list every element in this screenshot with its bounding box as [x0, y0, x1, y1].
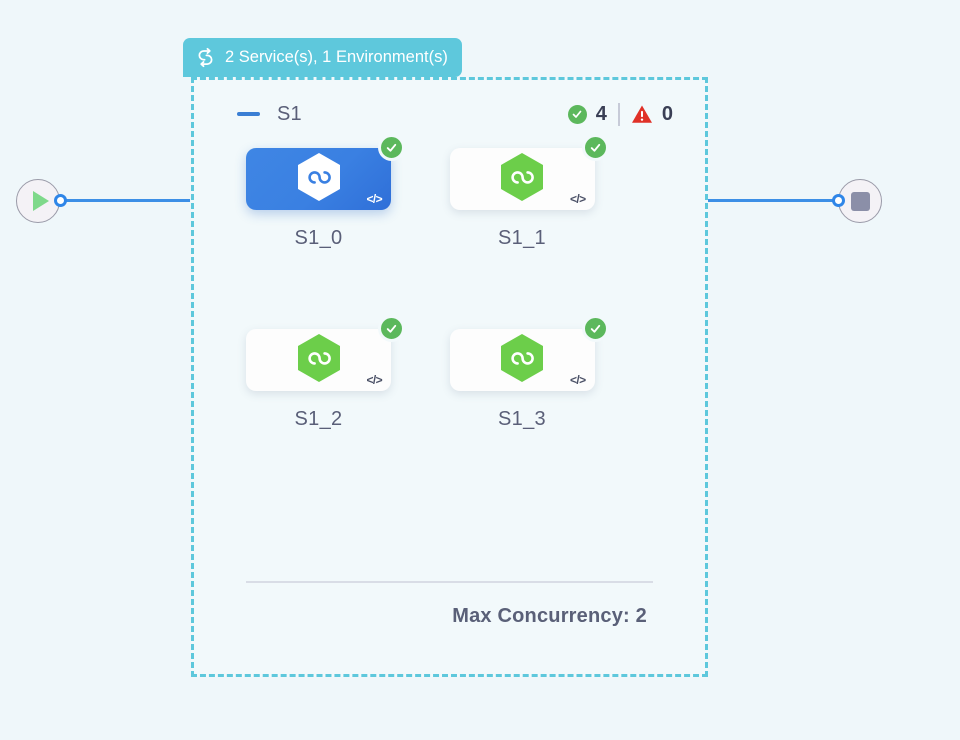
node-cell: </> S1_1: [449, 134, 625, 250]
group-header[interactable]: 2 Service(s), 1 Environment(s): [183, 38, 462, 77]
node-status-badge: [378, 315, 405, 342]
code-icon: </>: [366, 373, 382, 387]
status-success: 4: [567, 102, 607, 126]
start-node-output-handle[interactable]: [54, 194, 67, 207]
start-node[interactable]: [16, 179, 60, 223]
minus-icon: [237, 112, 260, 116]
node-status-badge: [581, 134, 609, 161]
play-icon: [32, 191, 49, 211]
check-circle-icon: [567, 104, 587, 124]
group-collapse-toggle[interactable]: S1: [237, 103, 302, 126]
node-cell: </> S1_0: [246, 134, 421, 250]
service-node-card[interactable]: </>: [449, 134, 609, 210]
warning-triangle-icon: [631, 104, 653, 124]
node-status-badge: [378, 134, 405, 161]
hexagon-loop-icon: [296, 333, 342, 388]
edge-start-to-group: [60, 199, 190, 202]
loop-icon: [195, 47, 216, 68]
group-header-title: 2 Service(s), 1 Environment(s): [225, 48, 448, 66]
code-icon: </>: [569, 192, 586, 206]
service-node-card[interactable]: </>: [246, 134, 405, 210]
group-body: S1 4: [191, 77, 708, 677]
hexagon-loop-icon: [296, 152, 342, 207]
status-divider: [617, 102, 620, 126]
group-footer: Max Concurrency: 2: [246, 581, 653, 628]
footer-divider: [246, 581, 653, 583]
hexagon-loop-icon: [499, 333, 545, 388]
code-icon: </>: [569, 373, 586, 387]
node-label: S1_0: [294, 227, 343, 249]
code-icon: </>: [366, 192, 382, 206]
node-label: S1_3: [498, 408, 546, 430]
group-status-summary: 4 0: [567, 102, 673, 126]
group-top-row: S1 4: [194, 80, 705, 148]
success-count: 4: [595, 102, 607, 125]
service-group: 2 Service(s), 1 Environment(s) S1: [183, 38, 708, 677]
node-label: S1_1: [498, 227, 546, 249]
node-cell: </> S1_2: [246, 315, 421, 431]
hexagon-loop-icon: [499, 152, 545, 207]
service-node-card[interactable]: </>: [449, 315, 609, 391]
node-label: S1_2: [294, 408, 343, 430]
node-cell: </> S1_3: [449, 315, 625, 431]
status-warning: 0: [631, 103, 673, 126]
end-node-input-handle[interactable]: [832, 194, 845, 207]
edge-group-to-end: [708, 199, 838, 202]
node-grid: </> S1_0: [194, 134, 705, 431]
warning-count: 0: [661, 102, 673, 125]
group-name-label: S1: [277, 102, 302, 125]
node-status-badge: [581, 315, 609, 342]
service-node-card[interactable]: </>: [246, 315, 405, 391]
stop-icon: [850, 191, 870, 211]
max-concurrency-label: Max Concurrency: 2: [452, 605, 647, 627]
